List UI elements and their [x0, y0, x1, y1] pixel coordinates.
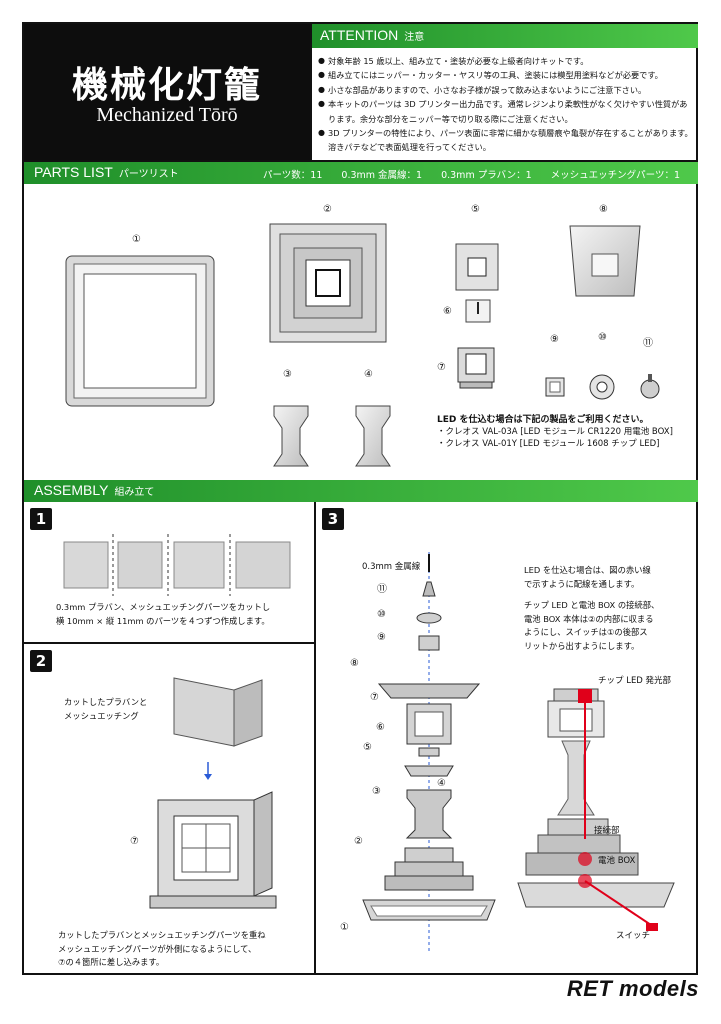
led-note-item: ・クレオス VAL-03A [LED モジュール CR1220 用電池 BOX] [437, 427, 673, 437]
step-3-line: ようにし、スイッチは①の後部ス [524, 627, 648, 637]
part-number-11: ⑪ [643, 338, 653, 349]
step-2-line: カットしたプラバンとメッシュエッチングパーツを重ね [58, 930, 266, 940]
attention-sub: 注意 [404, 32, 425, 43]
part-4-leg [355, 405, 391, 467]
attention-item: 対象年齢 15 歳以上、組み立て・塗装が必要な上級者向けキットです。 [318, 54, 694, 69]
part-7-light-box [457, 347, 495, 389]
exploded-number: ① [340, 922, 349, 933]
page-frame: 機械化灯籠 Mechanized Tōrō ATTENTION 注意 対象年齢 1… [22, 22, 698, 975]
step-1-text: 0.3mm プラバン、メッシュエッチングパーツをカットし 横 10mm × 縦 … [56, 601, 311, 628]
exploded-number: ⑪ [377, 584, 387, 595]
title-block: 機械化灯籠 Mechanized Tōrō [24, 24, 310, 162]
wiring-diagram [517, 688, 675, 931]
battery-box-label: 電池 BOX [598, 856, 636, 866]
header-divider [310, 24, 312, 162]
part-11-finial [640, 374, 660, 399]
part-9-piece [545, 377, 565, 397]
step-2-label-line: カットしたプラバンと [64, 697, 148, 707]
assembly-vertical-divider [314, 502, 316, 975]
chip-led-label: チップ LED 発光部 [598, 676, 672, 686]
step-2-line: ⑦の４箇所に差し込みます。 [58, 957, 165, 967]
attention-list: 対象年齢 15 歳以上、組み立て・塗装が必要な上級者向けキットです。 組み立てに… [318, 54, 694, 155]
part-number-8: ⑧ [599, 204, 608, 215]
parts-count: パーツ数：11 0.3mm 金属線：1 0.3mm プラバン：1 メッシュエッチ… [263, 170, 680, 181]
part-1-frame [65, 255, 215, 407]
parts-list-label: PARTS LIST [34, 164, 113, 180]
step-3-badge: 3 [322, 508, 344, 530]
attention-item: 本キットのパーツは 3D プリンター出力品です。通常レジンより柔軟性がなく欠けや… [318, 97, 694, 126]
part-number-6: ⑥ [443, 306, 452, 317]
assembly-label: ASSEMBLY [34, 482, 109, 498]
exploded-number: ② [354, 836, 363, 847]
attention-item: 組み立てにはニッパー・カッター・ヤスリ等の工具、塗装には模型用塗料などが必要です… [318, 68, 694, 83]
exploded-number: ④ [437, 778, 446, 789]
step-2-label-line: メッシュエッチング [64, 710, 139, 721]
step-3-line: LED を仕込む場合は、図の赤い線 [524, 565, 651, 575]
attention-item: 3D プリンターの特性により、パーツ表面に非常に細かな積層痕や亀裂が存在すること… [318, 126, 694, 155]
led-note: LED を仕込む場合は下記の製品をご利用ください。 ・クレオス VAL-03A … [437, 414, 697, 450]
step-3-line: で示すように配線を通します。 [524, 578, 640, 589]
step-2-badge: 2 [30, 650, 52, 672]
part-number-7: ⑦ [437, 362, 446, 373]
product-title-english: Mechanized Tōrō [96, 104, 238, 126]
attention-label: ATTENTION [320, 27, 399, 43]
part-2-base [269, 223, 387, 343]
part-number-3: ③ [283, 369, 292, 380]
exploded-number: ⑩ [377, 609, 386, 620]
exploded-number: ⑧ [350, 658, 359, 669]
part-3-leg [273, 405, 309, 467]
brand-logo: RET models [566, 976, 699, 1001]
parts-list-bar: PARTS LIST パーツリスト パーツ数：11 0.3mm 金属線：1 0.3… [24, 162, 698, 184]
switch-label: スイッチ [616, 931, 651, 941]
led-note-title: LED を仕込む場合は下記の製品をご利用ください。 [437, 415, 649, 425]
part-10-ring [589, 374, 615, 400]
part-5-block [455, 243, 499, 291]
part-number-5: ⑤ [471, 204, 480, 215]
parts-illustrations [65, 223, 660, 467]
part-number-4: ④ [364, 369, 373, 380]
assembly-sub: 組み立て [114, 487, 155, 498]
header-rule [24, 160, 698, 162]
assembly-bar: ASSEMBLY 組み立て [24, 480, 698, 502]
step-1-line: 横 10mm × 縦 11mm のパーツを４つずつ作成します。 [56, 615, 270, 626]
step-2-label: カットしたプラバンと メッシュエッチング [64, 696, 147, 723]
part-number-9: ⑨ [550, 334, 559, 345]
part-number-1: ① [132, 234, 141, 245]
step-3-line: リットから出すようにします。 [524, 640, 640, 651]
step-1-line: 0.3mm プラバン、メッシュエッチングパーツをカットし [56, 602, 271, 612]
step-2-line: メッシュエッチングパーツが外側になるようにして、 [58, 943, 257, 954]
part-number-2: ② [323, 204, 332, 215]
step-2-text: カットしたプラバンとメッシュエッチングパーツを重ね メッシュエッチングパーツが外… [58, 929, 313, 970]
attention-bar: ATTENTION 注意 [310, 24, 698, 48]
part-6-piece [465, 299, 491, 323]
step-3-text: LED を仕込む場合は、図の赤い線 で示すように配線を通します。 チップ LED… [524, 564, 694, 653]
exploded-number: ⑦ [370, 692, 379, 703]
step-3-line [524, 591, 694, 599]
exploded-number: ⑨ [377, 632, 386, 643]
step-1-illustration [63, 534, 291, 596]
attention-item: 小さな部品がありますので、小さなお子様が誤って飲み込まないようにご注意下さい。 [318, 83, 694, 98]
parts-list-sub: パーツリスト [118, 169, 179, 180]
step-3-line: 電池 BOX 本体は②の内部に収まる [524, 613, 654, 624]
led-note-item: ・クレオス VAL-01Y [LED モジュール 1608 チップ LED] [437, 439, 660, 449]
part-8-roof [569, 225, 641, 297]
step-2-part-number: ⑦ [130, 836, 139, 847]
product-title: 機械化灯籠 [71, 64, 262, 106]
step-2-illustration [149, 677, 277, 909]
exploded-number: ⑥ [376, 722, 385, 733]
joint-label: 接続部 [594, 826, 620, 836]
exploded-view [362, 552, 496, 952]
step-3-line: チップ LED と電池 BOX の接続部、 [524, 600, 660, 610]
exploded-number: ⑤ [363, 742, 372, 753]
step-1-badge: 1 [30, 508, 52, 530]
wire-label: 0.3mm 金属線 [362, 562, 421, 572]
part-number-10: ⑩ [598, 332, 607, 343]
assembly-horizontal-divider [24, 642, 314, 644]
exploded-number: ③ [372, 786, 381, 797]
